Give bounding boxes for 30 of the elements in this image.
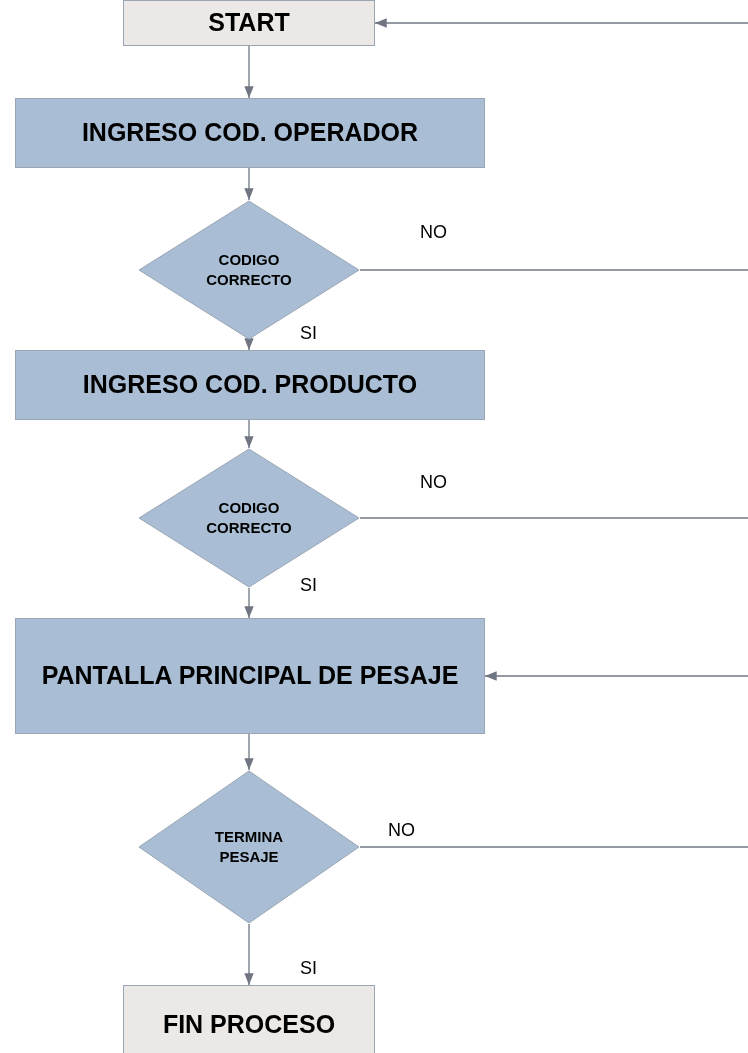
- node-label: CODIGO CORRECTO: [205, 497, 293, 538]
- arrow: [244, 419, 254, 449]
- decision-diamond: [138, 770, 360, 924]
- edge-label: SI: [300, 958, 317, 979]
- node-label: INGRESO COD. OPERADOR: [80, 117, 420, 149]
- arrow: [244, 587, 254, 619]
- arrow: [244, 923, 254, 986]
- arrow: [244, 167, 254, 201]
- terminal-box: [123, 985, 375, 1053]
- edge-label: SI: [300, 575, 317, 596]
- node-label: INGRESO COD. PRODUCTO: [81, 369, 419, 401]
- edge-label: NO: [420, 472, 447, 493]
- decision-diamond: [138, 200, 360, 340]
- terminal-box: [123, 0, 375, 46]
- edge-label: NO: [388, 820, 415, 841]
- node-label: CODIGO CORRECTO: [205, 249, 293, 290]
- node-label: FIN PROCESO: [161, 1009, 337, 1041]
- arrow: [484, 671, 748, 681]
- node-label: START: [207, 7, 291, 39]
- arrow: [244, 733, 254, 771]
- edge-label: NO: [420, 222, 447, 243]
- process-box: [15, 350, 485, 420]
- arrow: [244, 338, 254, 351]
- edge-label: SI: [300, 323, 317, 344]
- arrow: [244, 45, 254, 99]
- arrow: [374, 18, 748, 28]
- node-label: PANTALLA PRINCIPAL DE PESAJE: [40, 660, 460, 692]
- process-box: [15, 98, 485, 168]
- node-label: TERMINA PESAJE: [213, 826, 285, 867]
- process-box: [15, 618, 485, 734]
